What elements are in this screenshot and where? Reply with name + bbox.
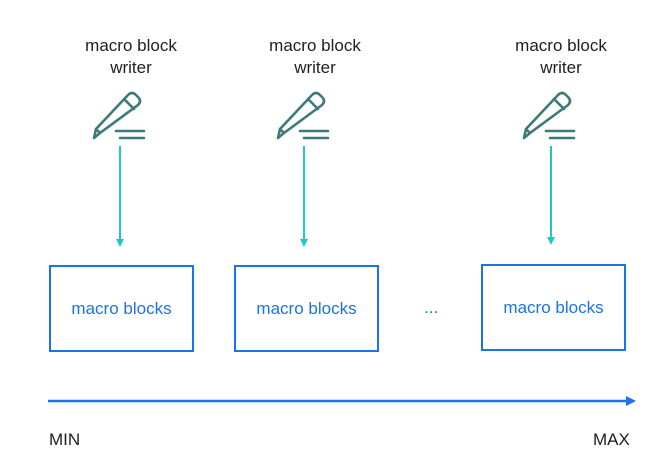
axis-min-label: MIN — [49, 430, 81, 449]
writer-label-line2: writer — [540, 58, 582, 77]
macro-blocks-label: macro blocks — [256, 298, 357, 318]
macro-blocks-box-1: macro blocks — [49, 265, 194, 352]
ellipsis: ... — [424, 298, 439, 317]
writer-label-3: macro block writer — [491, 35, 631, 79]
writer-label-2: macro block writer — [245, 35, 385, 79]
pencil-icon — [92, 91, 146, 140]
writer-label-line1: macro block — [85, 36, 177, 55]
axis-max-label: MAX — [593, 430, 630, 449]
writer-label-line2: writer — [294, 58, 336, 77]
down-arrow — [300, 146, 308, 247]
pencil-icon — [522, 91, 576, 140]
macro-blocks-box-3: macro blocks — [481, 264, 626, 351]
macro-blocks-box-2: macro blocks — [234, 265, 379, 352]
writer-label-line1: macro block — [269, 36, 361, 55]
macro-blocks-label: macro blocks — [503, 297, 604, 317]
writer-label-1: macro block writer — [61, 35, 201, 79]
down-arrow — [547, 146, 555, 245]
down-arrow — [116, 146, 124, 247]
range-axis-arrow — [48, 396, 636, 406]
pencil-icon — [276, 91, 330, 140]
writer-label-line2: writer — [110, 58, 152, 77]
writer-label-line1: macro block — [515, 36, 607, 55]
macro-blocks-label: macro blocks — [71, 298, 172, 318]
